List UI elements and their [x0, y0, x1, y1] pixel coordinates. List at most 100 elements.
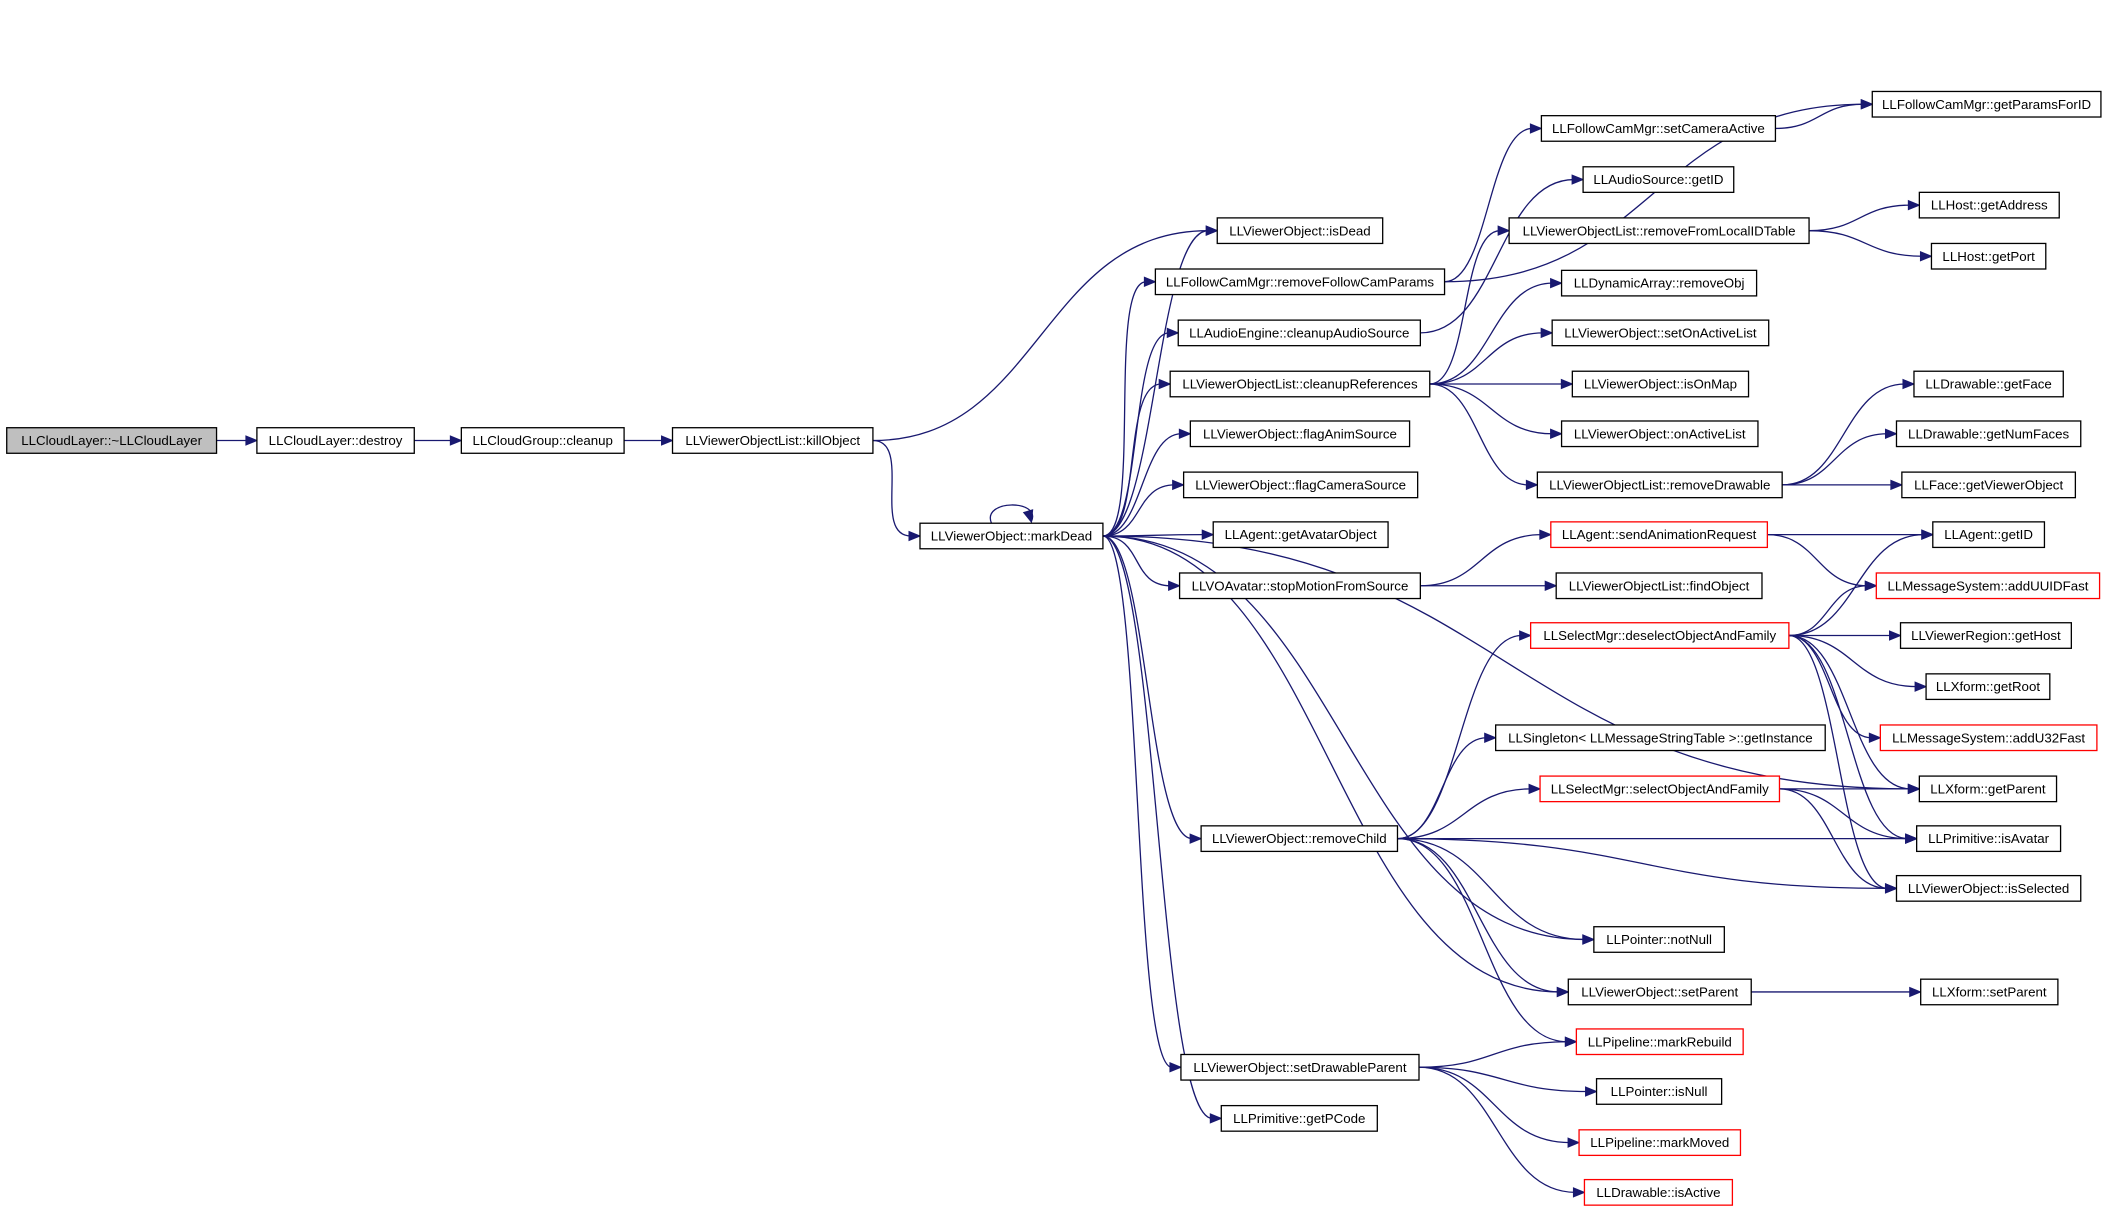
node-box	[1918, 775, 2058, 803]
node-cleanupReferences[interactable]: LLViewerObjectList::cleanupReferences	[1169, 370, 1431, 398]
node-setParent[interactable]: LLViewerObject::setParent	[1567, 978, 1752, 1006]
node-agentGetID[interactable]: LLAgent::getID	[1932, 521, 2046, 549]
node-getFace[interactable]: LLDrawable::getFace	[1913, 370, 2064, 398]
node-removeFollowCamParams[interactable]: LLFollowCamMgr::removeFollowCamParams	[1154, 268, 1446, 296]
arrowhead-removeFromLocalIDTable-to-getPort	[1919, 250, 1933, 262]
node-stopMotionFromSource[interactable]: LLVOAvatar::stopMotionFromSource	[1178, 572, 1421, 600]
node-getPCode[interactable]: LLPrimitive::getPCode	[1220, 1104, 1378, 1132]
node-box	[671, 427, 874, 454]
node-box	[1879, 724, 2098, 752]
edge-removeChild-to-markRebuild	[1397, 837, 1568, 1043]
edge-markDead-to-flagAnimSource	[1102, 433, 1182, 537]
node-cleanup[interactable]: LLCloudGroup::cleanup	[460, 427, 625, 454]
node-label: LLPrimitive::isAvatar	[1928, 831, 2050, 846]
arrowhead-deselectObjectAndFamily-to-getHost	[1889, 630, 1902, 641]
node-removeChild[interactable]: LLViewerObject::removeChild	[1200, 825, 1399, 853]
node-root[interactable]: LLCloudLayer::~LLCloudLayer	[6, 427, 218, 454]
edge-cleanupReferences-to-removeDrawable	[1429, 383, 1529, 486]
node-label: LLAudioEngine::cleanupAudioSource	[1189, 325, 1409, 340]
nodes-layer: LLCloudLayer::~LLCloudLayer LLCloudLayer:…	[6, 90, 2102, 1206]
node-destroy[interactable]: LLCloudLayer::destroy	[256, 427, 415, 454]
node-label: LLFace::getViewerObject	[1914, 477, 2063, 492]
node-box	[1913, 370, 2064, 398]
node-label: LLViewerObject::onActiveList	[1574, 426, 1746, 441]
edge-killObject-to-markDead	[872, 439, 911, 537]
node-box	[1154, 268, 1446, 296]
arrowhead-removeChild-to-notNull	[1582, 934, 1596, 945]
arrowhead-removeDrawable-to-getNumFaces	[1884, 428, 1898, 440]
edge-markDead-to-notNull	[1102, 535, 1585, 941]
edge-removeDrawable-to-getNumFaces	[1782, 433, 1888, 486]
node-killObject[interactable]: LLViewerObjectList::killObject	[671, 427, 874, 454]
edge-markDead-to-removeChild	[1102, 535, 1193, 840]
node-markDead[interactable]: LLViewerObject::markDead	[919, 522, 1104, 550]
node-removeFromLocalIDTable[interactable]: LLViewerObjectList::removeFromLocalIDTab…	[1508, 217, 1810, 245]
arrowhead-markDead-to-flagAnimSource	[1178, 428, 1192, 440]
node-label: LLXform::setParent	[1932, 985, 2047, 1000]
edge-deselectObjectAndFamily-to-isAvatar	[1788, 634, 1908, 840]
node-label: LLHost::getPort	[1942, 249, 2035, 264]
node-flagAnimSource[interactable]: LLViewerObject::flagAnimSource	[1189, 420, 1411, 448]
node-label: LLViewerObjectList::cleanupReferences	[1182, 377, 1418, 392]
node-isAvatar[interactable]: LLPrimitive::isAvatar	[1916, 825, 2062, 853]
node-xformGetParent[interactable]: LLXform::getParent	[1918, 775, 2058, 803]
node-getAddress[interactable]: LLHost::getAddress	[1918, 191, 2060, 219]
node-markRebuild[interactable]: LLPipeline::markRebuild	[1575, 1028, 1744, 1056]
node-findObject[interactable]: LLViewerObjectList::findObject	[1555, 572, 1763, 600]
node-isSelected[interactable]: LLViewerObject::isSelected	[1895, 874, 2082, 902]
node-getParamsForID[interactable]: LLFollowCamMgr::getParamsForID	[1871, 90, 2102, 118]
node-box	[1177, 319, 1421, 347]
node-label: LLMessageSystem::addU32Fast	[1892, 730, 2085, 745]
edge-markDead-to-removeFollowCamParams	[1102, 281, 1147, 537]
arrowhead-markDead-to-isDead	[1205, 225, 1219, 236]
node-getHost[interactable]: LLViewerRegion::getHost	[1899, 622, 2072, 649]
arrowhead-cleanupReferences-to-removeFromLocalIDTable	[1497, 225, 1511, 236]
node-addU32Fast[interactable]: LLMessageSystem::addU32Fast	[1879, 724, 2098, 752]
arrowhead-markDead-to-removeChild	[1189, 833, 1203, 844]
arrowhead-setDrawableParent-to-markRebuild	[1564, 1036, 1578, 1047]
node-getAvatarObject[interactable]: LLAgent::getAvatarObject	[1212, 521, 1389, 549]
node-notNull[interactable]: LLPointer::notNull	[1593, 926, 1725, 953]
arrowhead-removeFromLocalIDTable-to-getAddress	[1907, 199, 1921, 211]
edge-setDrawableParent-to-isActive	[1418, 1066, 1576, 1194]
node-label: LLViewerObject::removeChild	[1212, 831, 1387, 846]
node-label: LLViewerObjectList::removeFromLocalIDTab…	[1523, 223, 1796, 238]
node-getRoot[interactable]: LLXform::getRoot	[1925, 673, 2051, 701]
node-deselectObjectAndFamily[interactable]: LLSelectMgr::deselectObjectAndFamily	[1529, 622, 1790, 649]
node-isNull[interactable]: LLPointer::isNull	[1595, 1078, 1723, 1105]
node-audioGetID[interactable]: LLAudioSource::getID	[1582, 166, 1735, 193]
node-removeDrawable[interactable]: LLViewerObjectList::removeDrawable	[1536, 471, 1783, 499]
node-removeObj[interactable]: LLDynamicArray::removeObj	[1560, 269, 1758, 297]
edge-cleanupReferences-to-onActiveList	[1429, 383, 1553, 435]
node-setOnActiveList[interactable]: LLViewerObject::setOnActiveList	[1551, 319, 1770, 347]
arrowhead-selectObjectAndFamily-to-xformGetParent	[1907, 783, 1921, 795]
node-xformSetParent[interactable]: LLXform::setParent	[1920, 978, 2059, 1006]
node-getPort[interactable]: LLHost::getPort	[1930, 242, 2047, 270]
node-getNumFaces[interactable]: LLDrawable::getNumFaces	[1895, 420, 2082, 448]
node-isDead[interactable]: LLViewerObject::isDead	[1216, 217, 1384, 245]
node-setCameraActive[interactable]: LLFollowCamMgr::setCameraActive	[1540, 115, 1777, 142]
node-isActive[interactable]: LLDrawable::isActive	[1583, 1178, 1734, 1206]
arrowhead-removeChild-to-deselectObjectAndFamily	[1519, 630, 1532, 641]
node-onActiveList[interactable]: LLViewerObject::onActiveList	[1560, 420, 1759, 448]
node-box	[919, 522, 1104, 550]
node-getViewerObject[interactable]: LLFace::getViewerObject	[1901, 471, 2077, 499]
edge-removeChild-to-getInstance	[1397, 737, 1487, 840]
node-box	[1216, 217, 1384, 245]
edge-removeFollowCamParams-to-setCameraActive	[1444, 127, 1533, 283]
node-sendAnimationRequest[interactable]: LLAgent::sendAnimationRequest	[1550, 521, 1769, 549]
node-flagCameraSource[interactable]: LLViewerObject::flagCameraSource	[1182, 471, 1419, 499]
node-label: LLFollowCamMgr::removeFollowCamParams	[1166, 274, 1435, 289]
node-markMoved[interactable]: LLPipeline::markMoved	[1578, 1129, 1742, 1157]
node-selectObjectAndFamily[interactable]: LLSelectMgr::selectObjectAndFamily	[1539, 775, 1781, 803]
node-cleanupAudioSource[interactable]: LLAudioEngine::cleanupAudioSource	[1177, 319, 1421, 347]
node-setDrawableParent[interactable]: LLViewerObject::setDrawableParent	[1180, 1053, 1420, 1081]
edge-removeChild-to-notNull	[1397, 837, 1585, 941]
node-box	[1582, 166, 1735, 193]
node-getInstance[interactable]: LLSingleton< LLMessageStringTable >::get…	[1495, 724, 1826, 752]
node-label: LLAgent::getID	[1944, 527, 2033, 542]
node-box	[1220, 1104, 1378, 1132]
node-addUUIDFast[interactable]: LLMessageSystem::addUUIDFast	[1875, 572, 2101, 600]
node-isOnMap[interactable]: LLViewerObject::isOnMap	[1571, 370, 1750, 398]
arrowhead-removeChild-to-selectObjectAndFamily	[1528, 783, 1542, 795]
